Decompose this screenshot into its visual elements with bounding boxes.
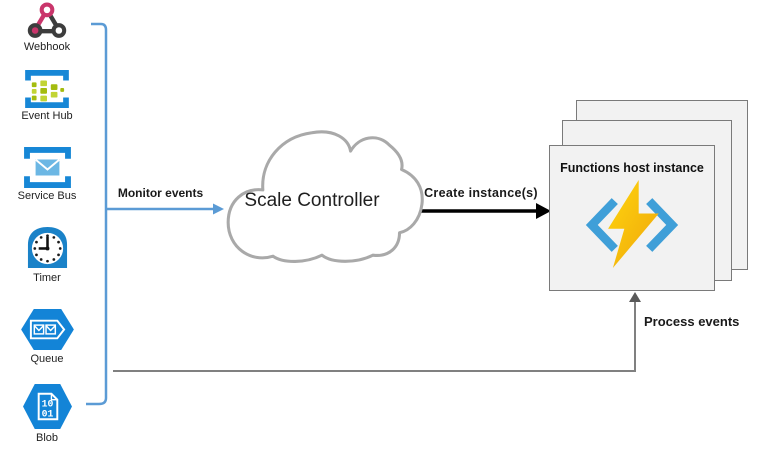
source-service-bus: Service Bus — [0, 147, 94, 202]
source-label-webhook: Webhook — [23, 41, 71, 53]
monitor-events-arrowhead — [213, 203, 224, 215]
svg-text:10: 10 — [41, 399, 53, 410]
queue-icon — [20, 308, 74, 351]
source-timer: Timer — [0, 225, 94, 284]
source-queue: Queue — [0, 308, 94, 365]
functions-host-label: Functions host instance — [560, 161, 704, 175]
service-bus-icon — [23, 147, 71, 188]
source-label-blob: Blob — [35, 432, 59, 444]
host-instance-box-front: Functions host instance — [549, 145, 715, 291]
process-events-arrowhead — [629, 292, 641, 302]
source-webhook: Webhook — [0, 2, 94, 53]
source-label-event-hub: Event Hub — [21, 110, 73, 122]
sources-bracket — [86, 22, 108, 406]
svg-text:01: 01 — [41, 408, 53, 419]
azure-functions-bolt-icon — [584, 180, 680, 273]
source-label-queue: Queue — [30, 353, 64, 365]
scale-controller-label: Scale Controller — [244, 190, 380, 211]
monitor-events-label: Monitor events — [117, 186, 204, 200]
event-hub-icon — [25, 70, 69, 108]
create-instances-label: Create instance(s) — [424, 186, 538, 200]
webhook-icon — [27, 2, 67, 38]
timer-icon — [27, 226, 67, 269]
process-events-line — [113, 300, 636, 372]
source-label-timer: Timer — [33, 272, 61, 284]
blob-icon: 10 01 — [22, 383, 72, 430]
cloud-icon — [226, 130, 424, 263]
create-instances-arrowhead — [536, 203, 551, 219]
source-blob: 10 01 Blob — [0, 383, 94, 444]
process-events-label: Process events — [644, 314, 740, 329]
scale-controller-node — [220, 120, 424, 270]
source-label-service-bus: Service Bus — [17, 190, 77, 202]
source-event-hub: Event Hub — [0, 70, 94, 122]
